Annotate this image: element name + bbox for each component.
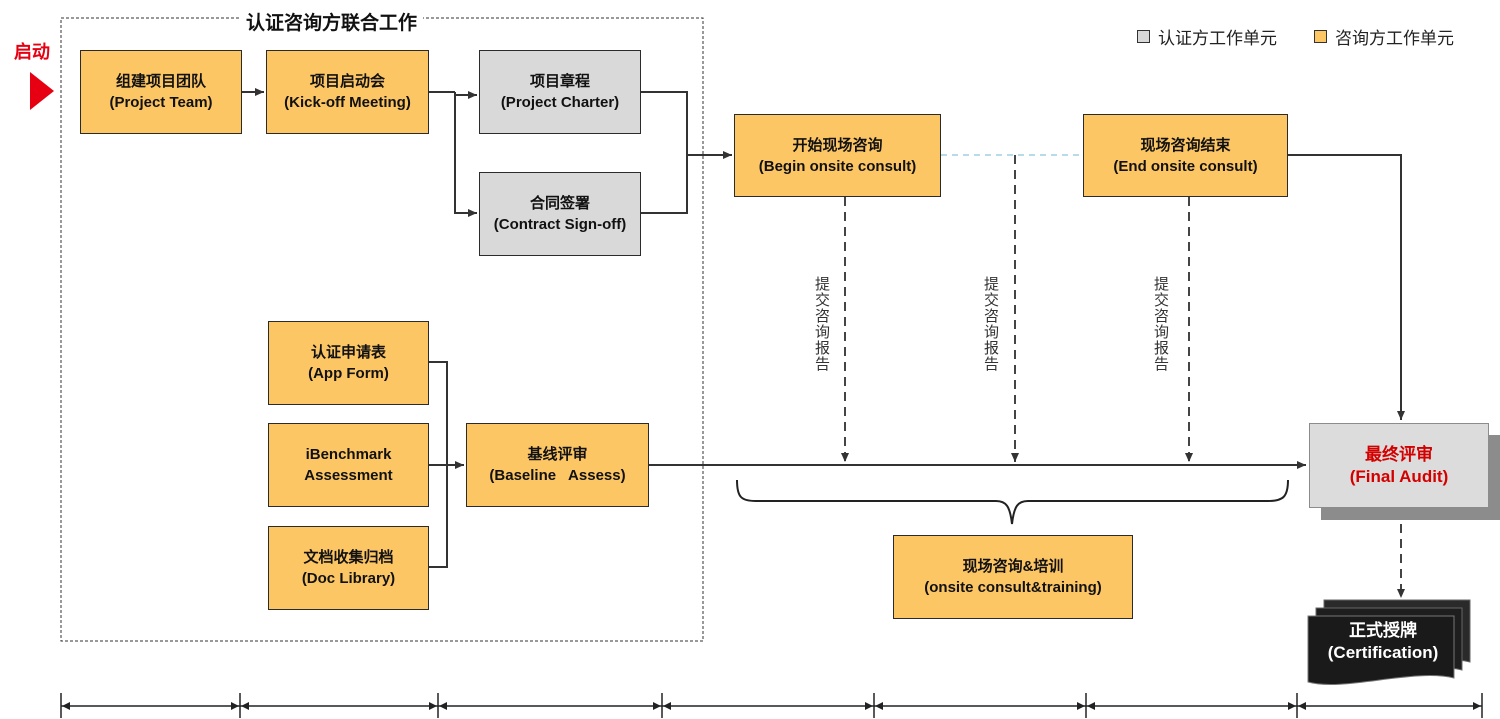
node-subtitle: (onsite consult&training) — [924, 579, 1102, 596]
node-subtitle: (Project Charter) — [500, 94, 620, 111]
node-subtitle: (Kick-off Meeting) — [284, 94, 411, 111]
node-subtitle: (Begin onsite consult) — [758, 157, 917, 175]
timeline — [60, 693, 1483, 718]
arrow-end-consult-to-final — [1288, 154, 1405, 420]
node-contract[interactable]: 合同签署 (Contract Sign-off) — [479, 172, 641, 256]
node-title: 现场咨询结束 — [1140, 136, 1231, 154]
start-arrow-icon — [30, 72, 54, 110]
node-title: 项目启动会 — [309, 73, 385, 90]
node-final-audit[interactable]: 最终评审 (Final Audit) — [1309, 423, 1489, 508]
orange-square-icon — [1314, 30, 1327, 43]
node-end-consult[interactable]: 现场咨询结束 (End onsite consult) — [1083, 114, 1288, 197]
legend-consultant: 咨询方工作单元 — [1314, 24, 1454, 49]
node-certification[interactable]: 正式授牌 (Certification) — [1308, 620, 1458, 664]
gray-square-icon — [1137, 30, 1150, 43]
legend-certifier: 认证方工作单元 — [1137, 24, 1277, 49]
arrow-to-charter — [454, 91, 477, 99]
node-title: 组建项目团队 — [115, 73, 206, 90]
start-label: 启动 — [14, 42, 50, 62]
legend-label: 认证方工作单元 — [1158, 29, 1277, 48]
line-docs-out — [429, 465, 448, 568]
certification-shape — [1307, 599, 1471, 685]
line-contract-out — [641, 155, 688, 214]
report-label: 提交咨询报告 — [1152, 276, 1169, 372]
node-subtitle: (App Form) — [308, 365, 389, 382]
node-begin-consult[interactable]: 开始现场咨询 (Begin onsite consult) — [734, 114, 941, 197]
node-title: 最终评审 — [1365, 444, 1433, 464]
node-baseline[interactable]: 基线评审 (Baseline Assess) — [466, 423, 649, 507]
node-title: 基线评审 — [527, 446, 588, 463]
node-charter[interactable]: 项目章程 (Project Charter) — [479, 50, 641, 134]
node-title: 文档收集归档 — [303, 549, 394, 566]
node-title: 合同签署 — [529, 195, 590, 212]
node-project-team[interactable]: 组建项目团队 (Project Team) — [80, 50, 242, 134]
node-title: iBenchmark — [305, 446, 392, 463]
report-label: 提交咨询报告 — [813, 276, 830, 372]
node-title: 认证申请表 — [310, 344, 386, 361]
node-training[interactable]: 现场咨询&培训 (onsite consult&training) — [893, 535, 1133, 619]
node-subtitle: Assessment — [304, 467, 393, 484]
node-title: 开始现场咨询 — [792, 136, 883, 154]
group-title: 认证咨询方联合工作 — [240, 8, 424, 35]
node-ibenchmark[interactable]: iBenchmark Assessment — [268, 423, 429, 507]
node-subtitle: (End onsite consult) — [1113, 157, 1258, 175]
line-charter-out — [641, 91, 688, 155]
node-app-form[interactable]: 认证申请表 (App Form) — [268, 321, 429, 405]
node-subtitle: (Doc Library) — [301, 570, 396, 587]
arrow-to-contract — [454, 95, 477, 217]
node-title: 正式授牌 — [1349, 621, 1417, 640]
node-subtitle: (Baseline Assess) — [489, 467, 626, 484]
legend-label: 咨询方工作单元 — [1335, 29, 1454, 48]
node-doc-library[interactable]: 文档收集归档 (Doc Library) — [268, 526, 429, 610]
node-kickoff[interactable]: 项目启动会 (Kick-off Meeting) — [266, 50, 429, 134]
node-subtitle: (Contract Sign-off) — [493, 216, 627, 233]
line-appform-out — [429, 361, 448, 465]
curly-brace — [736, 479, 1289, 525]
node-subtitle: (Certification) — [1327, 643, 1439, 662]
node-subtitle: (Project Team) — [109, 94, 213, 111]
node-subtitle: (Final Audit) — [1349, 466, 1449, 486]
node-title: 现场咨询&培训 — [962, 558, 1064, 575]
report-label: 提交咨询报告 — [982, 276, 999, 372]
node-title: 项目章程 — [529, 73, 590, 90]
